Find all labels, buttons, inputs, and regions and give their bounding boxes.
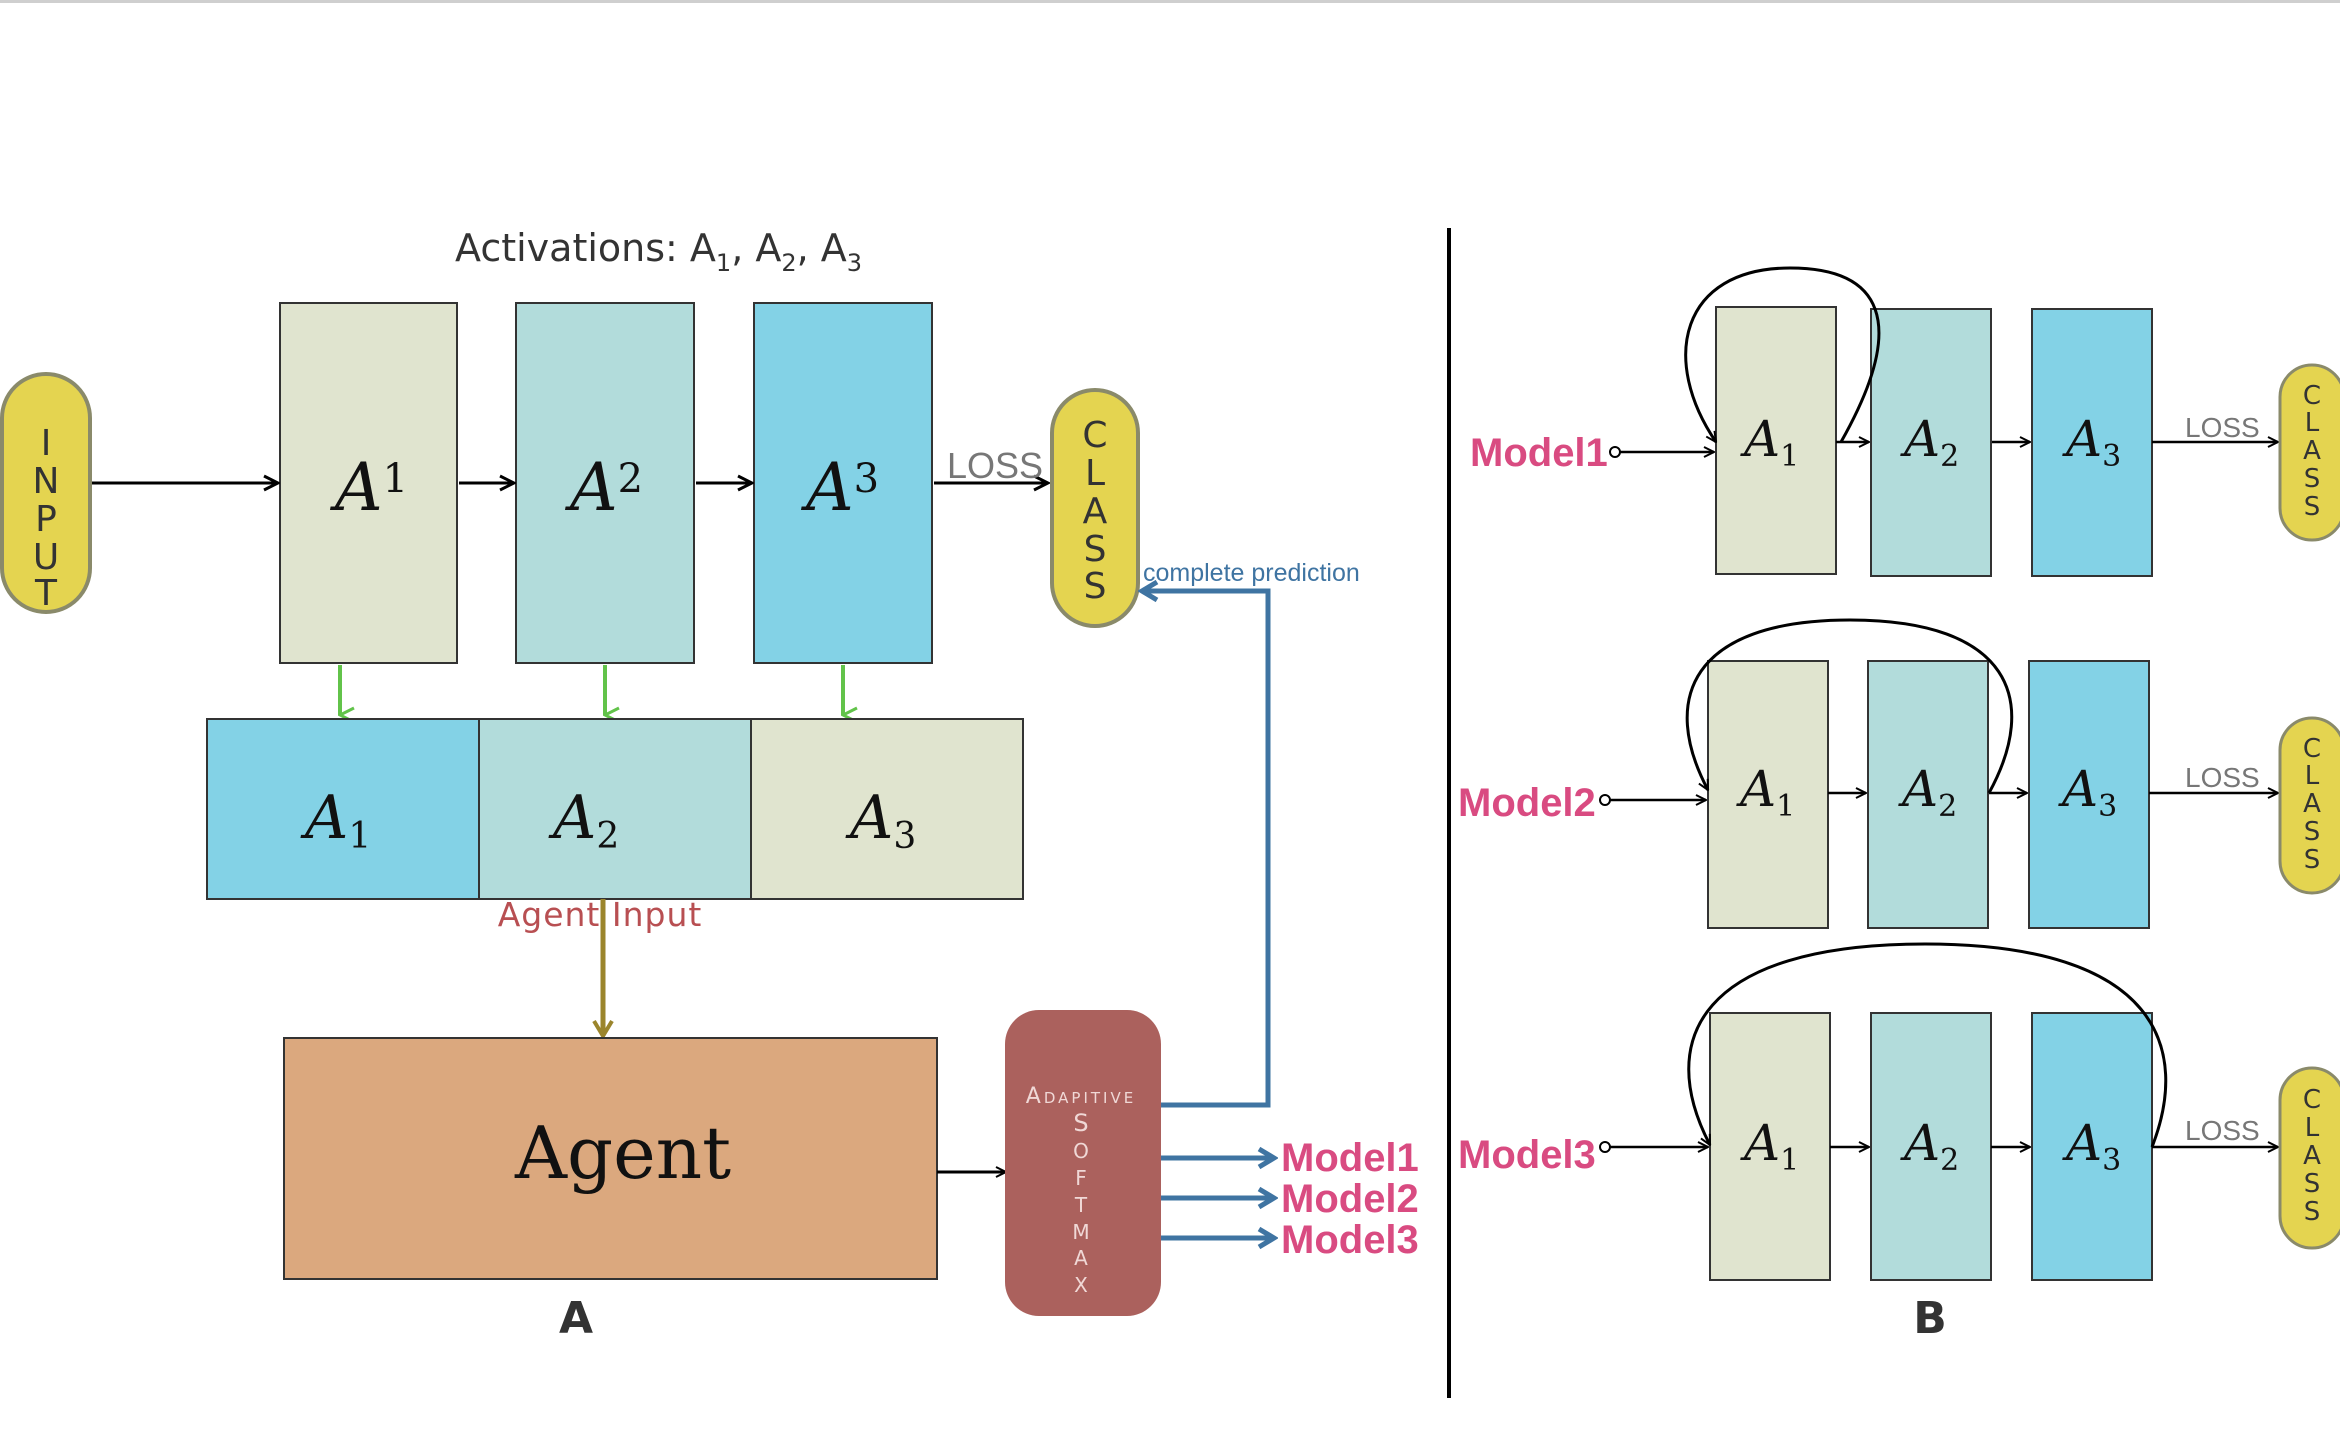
svg-text:S: S xyxy=(2304,817,2321,847)
svg-text:S: S xyxy=(2304,464,2321,494)
svg-text:M: M xyxy=(1072,1220,1089,1244)
row2-layer-a2 xyxy=(1867,660,1989,929)
adaptive-softmax: Adapitive S O F T M A X xyxy=(1005,1010,1161,1316)
svg-text:S: S xyxy=(2304,845,2321,875)
row2-layer-a1 xyxy=(1707,660,1829,929)
svg-text:A1: A1 xyxy=(1740,410,1799,474)
agent-input-label: Agent Input xyxy=(498,895,703,934)
panel-b-row-model2: Model2 A1 A2 A3 LOSS C L A S S xyxy=(1458,618,2340,929)
svg-text:A2: A2 xyxy=(1898,760,1957,824)
output-label-model2: Model2 xyxy=(1281,1177,1419,1221)
top-border xyxy=(0,0,2340,3)
output-label-model1: Model1 xyxy=(1281,1136,1419,1180)
svg-text:A: A xyxy=(2303,789,2321,819)
svg-text:A: A xyxy=(2303,436,2321,466)
svg-text:S: S xyxy=(2304,1169,2321,1199)
input-letter: N xyxy=(33,461,60,502)
output-label-model3: Model3 xyxy=(1281,1218,1419,1262)
svg-text:LOSS: LOSS xyxy=(2185,412,2260,443)
svg-text:A3: A3 xyxy=(2062,1114,2121,1178)
row1-layer-a3 xyxy=(2031,308,2153,577)
svg-text:A2: A2 xyxy=(1900,410,1959,474)
layer-a1: A1 xyxy=(279,302,458,664)
class-letter: S xyxy=(1084,566,1107,607)
agent-input-block-a3: A3 xyxy=(750,718,1024,900)
panel-b-row-model1: Model1 A1 A2 A3 LOSS C L A S S xyxy=(1470,266,2340,577)
svg-text:C: C xyxy=(2303,1085,2321,1115)
svg-text:LOSS: LOSS xyxy=(2185,762,2260,793)
class-letter: L xyxy=(1085,453,1105,494)
svg-text:A1: A1 xyxy=(1736,760,1795,824)
row1-layer-a2 xyxy=(1870,308,1992,577)
panel-a-label: A xyxy=(559,1293,593,1344)
svg-text:A3: A3 xyxy=(845,783,916,857)
svg-text:A: A xyxy=(1074,1246,1088,1270)
row2-layer-a3 xyxy=(2028,660,2150,929)
svg-text:A3: A3 xyxy=(2058,760,2117,824)
svg-text:A1: A1 xyxy=(1740,1114,1799,1178)
svg-text:L: L xyxy=(2305,408,2320,438)
panel-b-row-model3: Model3 A1 A2 A3 LOSS C L A S S xyxy=(1458,942,2340,1281)
row3-layer-a1 xyxy=(1709,1012,1831,1281)
layer-a3: A3 xyxy=(753,302,933,664)
class-letter: S xyxy=(1084,529,1107,570)
svg-text:LOSS: LOSS xyxy=(2185,1115,2260,1146)
agent-box: Agent xyxy=(283,1037,938,1280)
class-letter: A xyxy=(1083,491,1108,532)
class-letter: C xyxy=(1082,415,1107,456)
row3-layer-a3 xyxy=(2031,1012,2153,1281)
svg-text:A1: A1 xyxy=(300,783,371,857)
svg-text:A2: A2 xyxy=(1900,1114,1959,1178)
layer-a2: A2 xyxy=(515,302,695,664)
svg-text:T: T xyxy=(1074,1193,1088,1217)
svg-text:O: O xyxy=(1073,1139,1089,1163)
svg-text:F: F xyxy=(1075,1166,1087,1190)
svg-text:A3: A3 xyxy=(2062,410,2121,474)
svg-text:L: L xyxy=(2305,761,2320,791)
agent-input-block-a1: A1 xyxy=(206,718,480,900)
svg-text:S: S xyxy=(1073,1109,1088,1137)
svg-text:A: A xyxy=(2303,1141,2321,1171)
activations-title: Activations: A1, A2, A3 xyxy=(455,226,862,277)
input-letter: T xyxy=(34,573,58,614)
svg-text:S: S xyxy=(2304,1197,2321,1227)
svg-text:A3: A3 xyxy=(800,449,879,526)
class-node: C L A S S xyxy=(1050,388,1140,628)
agent-input-block-a2: A2 xyxy=(478,718,752,900)
svg-text:S: S xyxy=(2304,492,2321,522)
panel-b-label: B xyxy=(1913,1293,1947,1344)
svg-text:C: C xyxy=(2303,734,2321,764)
svg-text:A2: A2 xyxy=(548,783,619,857)
svg-text:Agent: Agent xyxy=(514,1111,731,1195)
row3-layer-a2 xyxy=(1870,1012,1992,1281)
row-model-label: Model1 xyxy=(1470,431,1608,475)
row1-layer-a1 xyxy=(1715,306,1837,575)
loss-label: LOSS xyxy=(947,445,1043,486)
input-node: I N P U T xyxy=(0,372,92,614)
svg-text:X: X xyxy=(1074,1273,1088,1297)
row-model-label: Model2 xyxy=(1458,781,1596,825)
svg-text:C: C xyxy=(2303,381,2321,411)
input-letter: P xyxy=(35,499,57,540)
svg-text:A2: A2 xyxy=(564,449,643,526)
row-model-label: Model3 xyxy=(1458,1133,1596,1177)
input-letter: I xyxy=(41,423,52,464)
complete-prediction-label: complete prediction xyxy=(1143,559,1360,587)
svg-text:Adapitive: Adapitive xyxy=(1026,1084,1136,1109)
input-letter: U xyxy=(33,537,59,578)
svg-text:L: L xyxy=(2305,1113,2320,1143)
svg-text:A1: A1 xyxy=(329,449,408,526)
complete-prediction-arrow xyxy=(1142,591,1271,1108)
